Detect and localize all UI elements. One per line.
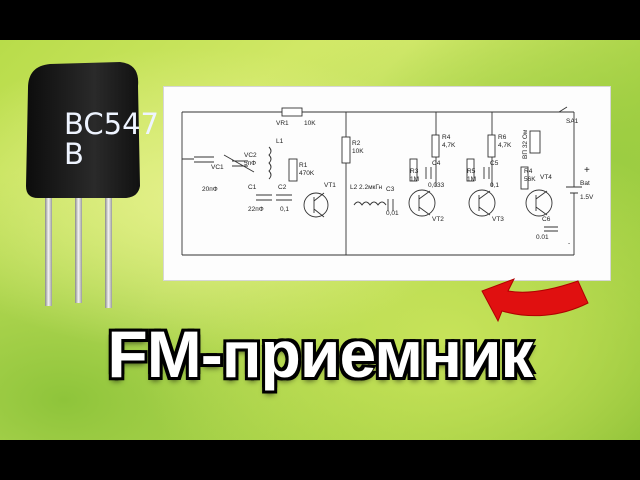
label-vt4: VT4 [540, 174, 552, 181]
label-vc2: VC2 [244, 152, 257, 159]
label-r6-value: 4,7K [498, 142, 512, 149]
label-c5-value: 0,1 [490, 182, 499, 189]
label-r6: R6 [498, 134, 507, 141]
vt1-transistor [303, 192, 329, 218]
label-c3-value: 0,01 [386, 210, 399, 217]
vt2-transistor [408, 189, 436, 217]
r4b-resistor [520, 166, 529, 190]
label-plus: + [584, 165, 590, 176]
transistor-marking-line1: BC547 [64, 107, 159, 141]
label-vt1: VT1 [324, 182, 336, 189]
transistor-leg-left [45, 188, 52, 306]
label-r4b: R4 [524, 168, 533, 175]
label-vc2-value: 5пФ [244, 160, 256, 167]
c4-capacitor [425, 167, 432, 179]
label-vc1: VC1 [211, 164, 224, 171]
label-r5-value: 1M [467, 176, 476, 183]
sa1-switch [558, 106, 568, 113]
label-r3-value: 1M [410, 176, 419, 183]
label-r1-value: 470K [299, 170, 315, 177]
label-r2: R2 [352, 140, 361, 147]
r6-resistor [487, 134, 496, 158]
vc1-capacitor [182, 156, 214, 163]
r4-resistor [431, 134, 440, 158]
label-bat: Bat [580, 180, 590, 187]
label-vt3: VT3 [492, 216, 504, 223]
c6-capacitor [544, 226, 558, 232]
label-c2: C2 [278, 184, 287, 191]
speaker [529, 130, 541, 154]
label-r3: R3 [410, 168, 419, 175]
label-l2: L2 2.2мкГн [350, 184, 383, 191]
label-c6-value: 0.01 [536, 234, 549, 241]
label-c4: C4 [432, 160, 441, 167]
c2-capacitor [276, 194, 292, 201]
letterbox-top [0, 0, 640, 40]
l1-coil [268, 146, 272, 180]
vc2-capacitor [223, 154, 255, 173]
label-minus: - [568, 240, 570, 247]
label-volt: 1.5V [580, 194, 594, 201]
battery [566, 112, 582, 255]
transistor-leg-middle [75, 188, 82, 303]
label-vr1: VR1 [276, 120, 289, 127]
label-speaker: ВП 32 Ом [522, 129, 529, 159]
fm-receiver-schematic: VR1 10K R2 10K R4 4,7K R6 4,7K SA1 ВП 32… [163, 86, 611, 281]
label-r4a-value: 4,7K [442, 142, 456, 149]
label-r1: R1 [299, 162, 308, 169]
label-c5: C5 [490, 160, 499, 167]
label-c2-value: 0,1 [280, 206, 289, 213]
vt3-transistor [468, 189, 496, 217]
c3-capacitor [387, 199, 394, 211]
c5-capacitor [483, 167, 490, 179]
l2-coil [353, 201, 387, 206]
vt4-transistor [525, 189, 553, 217]
label-sa1: SA1 [566, 118, 579, 125]
label-c1: C1 [248, 184, 257, 191]
r2-resistor [341, 136, 351, 164]
label-l1: L1 [276, 138, 284, 145]
c1-capacitor [256, 194, 272, 201]
r5-resistor [466, 158, 475, 182]
r1-resistor [288, 158, 298, 182]
label-c1-value: 22пФ [248, 206, 264, 213]
label-c4-value: 0,033 [428, 182, 445, 189]
r3-resistor [409, 158, 418, 182]
label-r5: R5 [467, 168, 476, 175]
transistor-leg-right [105, 188, 112, 308]
label-vr1-value: 10K [304, 120, 316, 127]
video-title: FM-приемник [107, 317, 533, 391]
letterbox-bottom [0, 440, 640, 480]
transistor-body [26, 62, 140, 198]
vr1-resistor [281, 107, 303, 117]
label-c6: C6 [542, 216, 551, 223]
label-r2-value: 10K [352, 148, 364, 155]
label-c3: C3 [386, 186, 395, 193]
label-r4b-value: 56K [524, 176, 536, 183]
schematic-drawing: VR1 10K R2 10K R4 4,7K R6 4,7K SA1 ВП 32… [181, 106, 594, 256]
label-r4a: R4 [442, 134, 451, 141]
transistor-marking-line2: B [64, 137, 84, 171]
red-arrow [481, 278, 589, 323]
bc547-transistor-image: BC547 B [26, 62, 159, 308]
label-c-20pf: 20пФ [202, 186, 218, 193]
label-vt2: VT2 [432, 216, 444, 223]
